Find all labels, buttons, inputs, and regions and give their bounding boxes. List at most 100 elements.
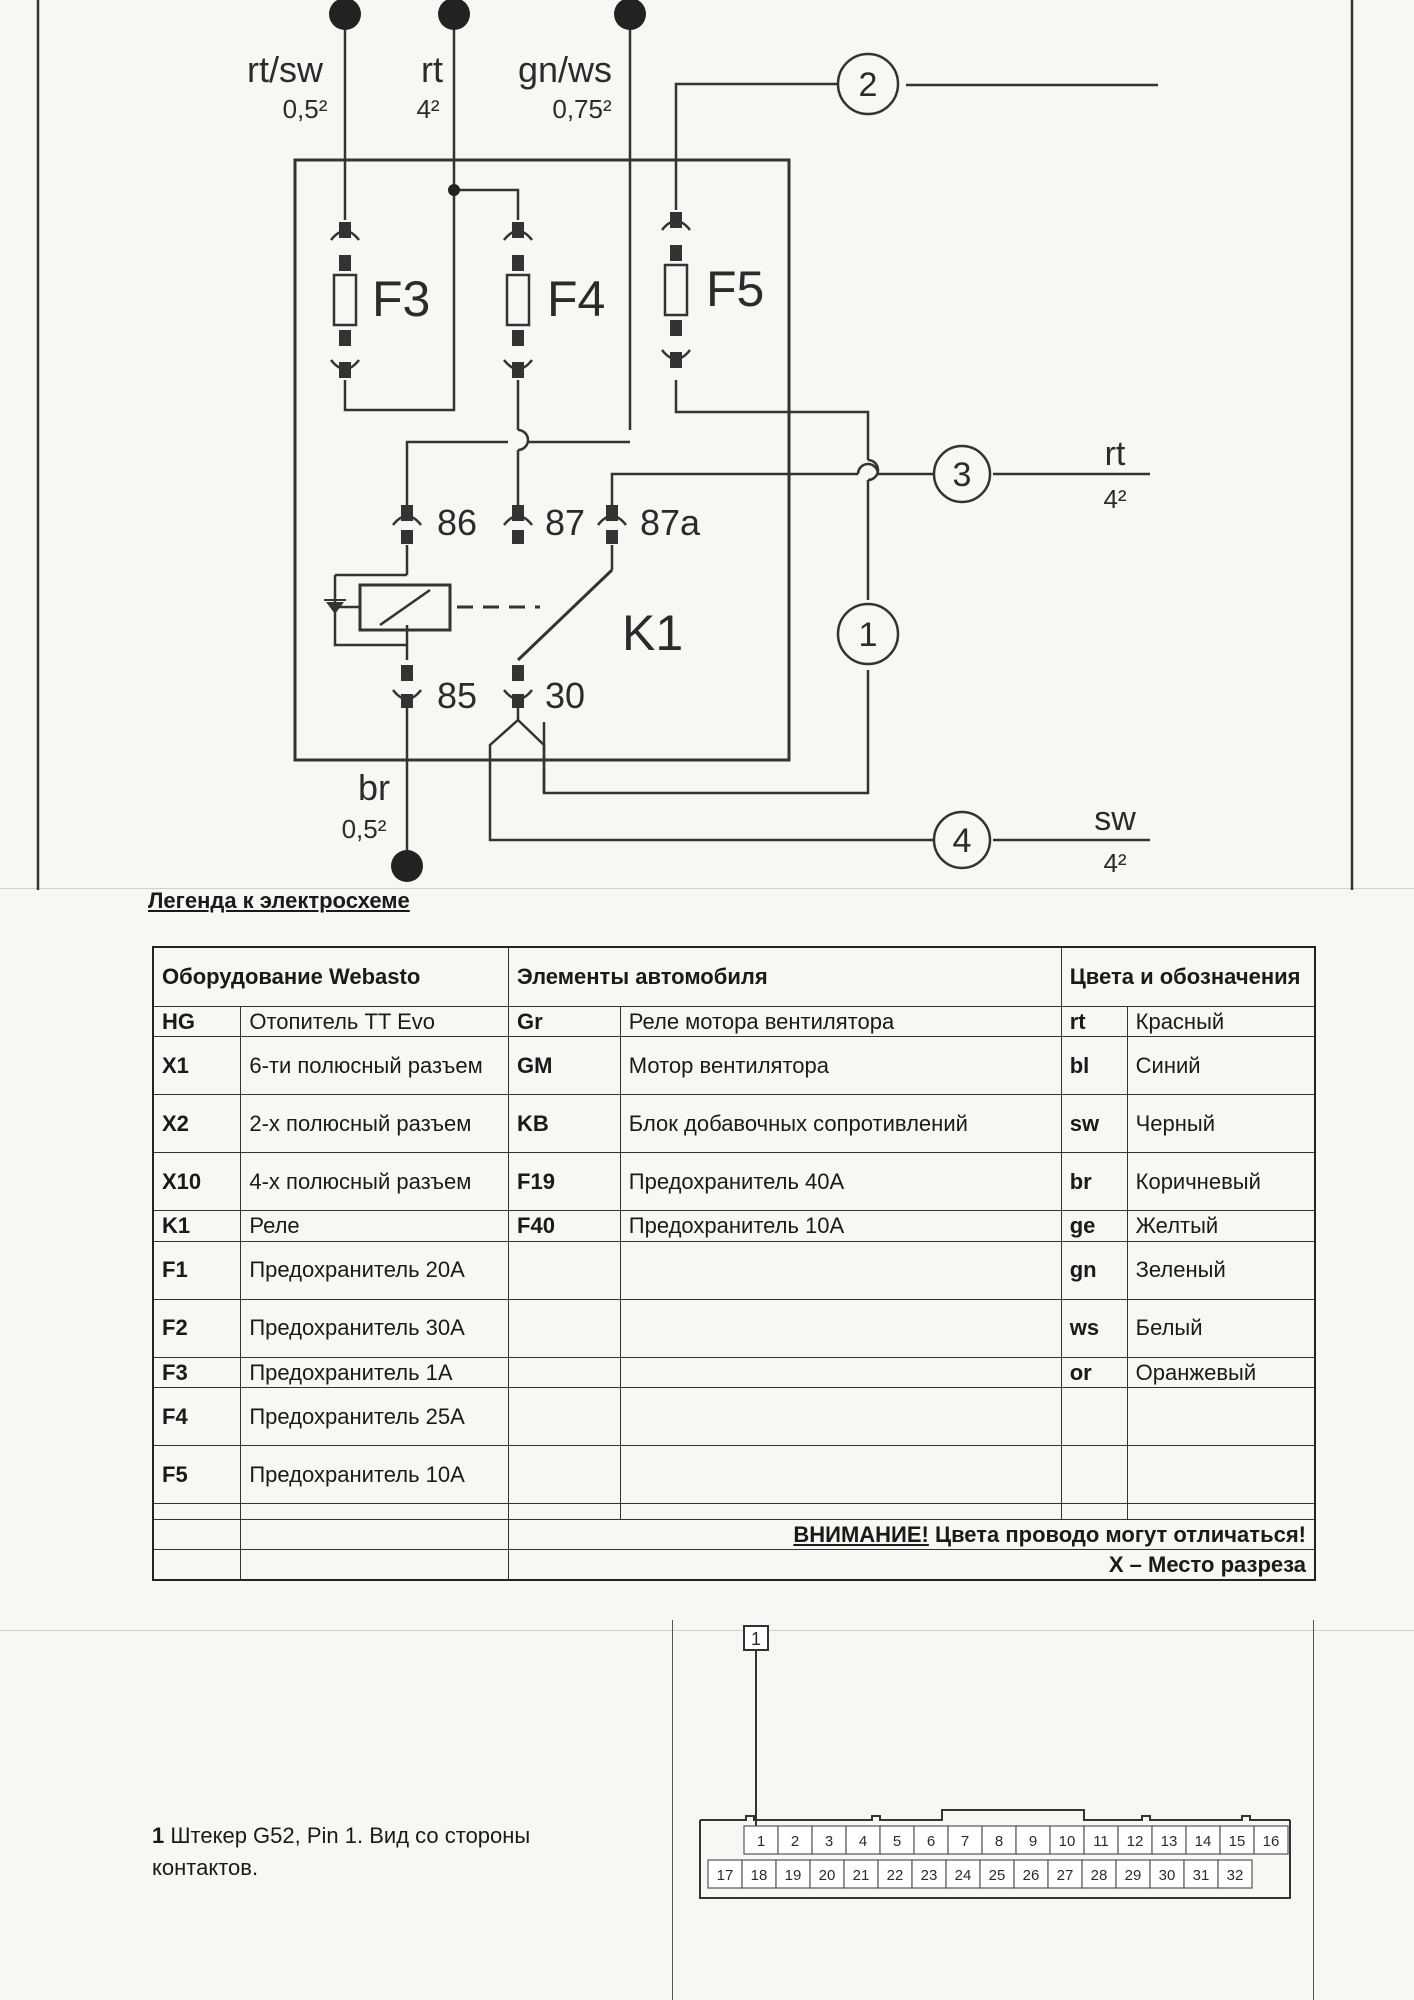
connector-pin (913, 1825, 949, 1855)
webasto-desc: 4-х полюсный разъем (240, 1152, 510, 1212)
fuse-label: F3 (372, 271, 430, 327)
table-row: K1 Реле F40 Предохранитель 10А ge Желтый (152, 1210, 1316, 1242)
connector-pin-label: 15 (1229, 1833, 1246, 1850)
webasto-desc: Предохранитель 20А (240, 1240, 510, 1300)
color-code: ge (1060, 1210, 1128, 1242)
caption-number: 1 (152, 1823, 165, 1848)
connector-pin-label: 21 (853, 1867, 870, 1884)
connector-pin-label: 29 (1125, 1867, 1142, 1884)
vehicle-desc: Блок добавочных сопротивлений (619, 1094, 1062, 1154)
connector-pin-label: 16 (1263, 1833, 1280, 1850)
connector-pin (979, 1859, 1015, 1889)
webasto-desc: Предохранитель 30А (240, 1298, 510, 1358)
marker-1 (836, 602, 900, 666)
table-row: F4 Предохранитель 25А (152, 1386, 1316, 1446)
webasto-desc: Реле (240, 1210, 510, 1242)
table-row: F5 Предохранитель 10А (152, 1444, 1316, 1504)
vehicle-desc: Предохранитель 40А (619, 1152, 1062, 1212)
legend-header-row: Оборудование Webasto Элементы автомобиля… (152, 946, 1316, 1007)
wire-color-label: rt (1105, 435, 1126, 473)
webasto-desc: 6-ти полюсный разъем (240, 1036, 510, 1096)
connector-pin-label: 22 (887, 1867, 904, 1884)
connector-pin (1047, 1859, 1083, 1889)
connector-pin-label: 5 (893, 1833, 901, 1850)
legend-title: Легенда к электросхеме (148, 888, 410, 913)
connector-pin (1081, 1859, 1117, 1889)
wire-color-label: br (358, 767, 390, 808)
connector-pin (743, 1825, 779, 1855)
table-row (152, 1502, 1316, 1520)
connector-pin-label: 18 (751, 1867, 768, 1884)
warning-text: Цвета проводо могут отличаться! (935, 1521, 1306, 1547)
callout-label: 1 (751, 1629, 761, 1649)
webasto-code: HG (152, 1005, 242, 1038)
table-row: X10 4-х полюсный разъем F19 Предохраните… (152, 1152, 1316, 1212)
warning-label: ВНИМАНИЕ! (793, 1521, 929, 1547)
webasto-code: X10 (152, 1152, 242, 1212)
color-desc: Белый (1126, 1298, 1316, 1358)
connector-pin (1217, 1859, 1253, 1889)
vehicle-code: GM (508, 1036, 621, 1096)
table-row: F3 Предохранитель 1А or Оранжевый (152, 1356, 1316, 1388)
table-row: F1 Предохранитель 20А gn Зеленый (152, 1240, 1316, 1300)
webasto-code: F4 (152, 1386, 242, 1446)
connector-pin-label: 7 (961, 1833, 969, 1850)
color-code: sw (1060, 1094, 1128, 1154)
color-desc: Красный (1126, 1005, 1316, 1038)
marker-2 (836, 52, 900, 116)
marker-4 (932, 810, 992, 870)
connector-pin (811, 1825, 847, 1855)
connector-pin-label: 27 (1057, 1867, 1074, 1884)
wire-size-label: 4² (1103, 484, 1126, 514)
fold-line (0, 888, 1414, 889)
relay-label: K1 (622, 605, 683, 661)
color-desc: Зеленый (1126, 1240, 1316, 1300)
wire-size-label: 0,5² (342, 814, 387, 844)
connector-pin-label: 4 (859, 1833, 867, 1850)
webasto-code: F1 (152, 1240, 242, 1300)
cut-mark-note: X – Место разреза (508, 1549, 1316, 1581)
connector-pin-label: 19 (785, 1867, 802, 1884)
wiring-schematic: 2 3 1 4 rt/sw 0,5² rt 4² gn/ws 0,75² rt … (36, 0, 1354, 890)
color-desc: Коричневый (1126, 1152, 1316, 1212)
connector-pin-label: 8 (995, 1833, 1003, 1850)
connector-pin-label: 17 (717, 1867, 734, 1884)
connector-pin (843, 1859, 879, 1889)
caption-text: Штекер G52, Pin 1. Вид со стороны контак… (152, 1823, 531, 1880)
color-code: bl (1060, 1036, 1128, 1096)
marker-2-label: 2 (859, 66, 878, 104)
connector-pin-label: 20 (819, 1867, 836, 1884)
connector-pin-label: 28 (1091, 1867, 1108, 1884)
connector-pin-label: 32 (1227, 1867, 1244, 1884)
relay-pin-label: 85 (437, 675, 477, 716)
connector-pin (879, 1825, 915, 1855)
connector-pin-label: 2 (791, 1833, 799, 1850)
connector-pin (911, 1859, 947, 1889)
connector-pin (947, 1825, 983, 1855)
color-code: or (1060, 1356, 1128, 1388)
header-vehicle: Элементы автомобиля (508, 946, 1062, 1007)
wire-color-label: gn/ws (518, 49, 612, 90)
connector-frame (672, 1620, 1314, 2000)
color-desc: Оранжевый (1126, 1356, 1316, 1388)
connector-pin-label: 26 (1023, 1867, 1040, 1884)
connector-pin (1183, 1859, 1219, 1889)
connector-pin (1015, 1825, 1051, 1855)
marker-3-label: 3 (953, 456, 972, 494)
connector-pin (981, 1825, 1017, 1855)
connector-pin-label: 11 (1093, 1833, 1109, 1850)
vehicle-code: Gr (508, 1005, 621, 1038)
webasto-code: F5 (152, 1444, 242, 1504)
relay-pin-label: 87 (545, 502, 585, 543)
color-code: ws (1060, 1298, 1128, 1358)
table-row: HG Отопитель TT Evo Gr Реле мотора венти… (152, 1005, 1316, 1038)
color-desc: Синий (1126, 1036, 1316, 1096)
marker-4-label: 4 (953, 822, 972, 860)
wire-color-label: rt/sw (247, 49, 324, 90)
fuse-f3-body (332, 273, 358, 327)
webasto-desc: 2-х полюсный разъем (240, 1094, 510, 1154)
wire-size-label: 0,5² (283, 94, 328, 124)
connector-pin-label: 23 (921, 1867, 938, 1884)
connector-pin (775, 1859, 811, 1889)
